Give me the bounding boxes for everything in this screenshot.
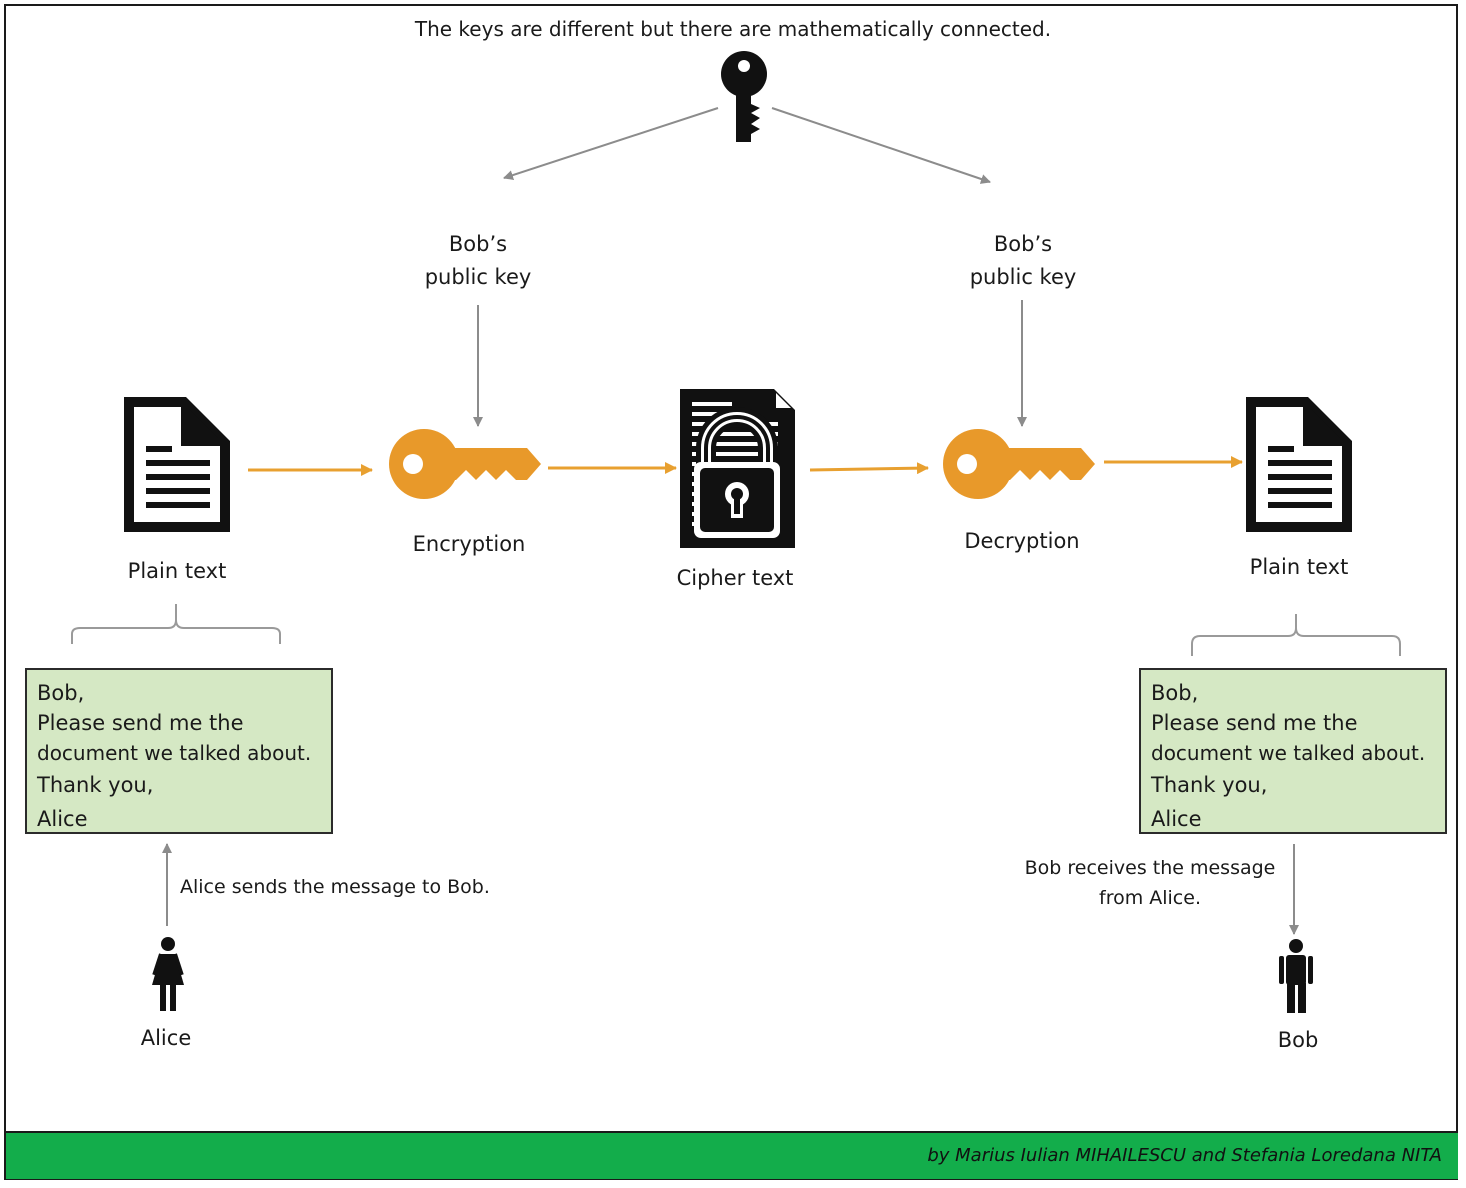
decryption-label: Decryption	[964, 529, 1080, 553]
keys-caption: The keys are different but there are mat…	[414, 17, 1052, 41]
cipher-text-lock-doc-icon	[680, 389, 795, 548]
message-right-line5: Alice	[1151, 807, 1202, 831]
master-key-hole	[738, 60, 750, 72]
diagram-frame	[4, 4, 1458, 1180]
master-key-icon	[721, 51, 767, 142]
plain-text-right-doc-icon	[1246, 397, 1352, 532]
message-right-line1: Bob,	[1151, 681, 1199, 705]
message-box-right: Bob, Please send me the document we talk…	[1139, 668, 1447, 834]
message-left-line3: document we talked about.	[37, 741, 312, 765]
message-right-line3: document we talked about.	[1151, 741, 1426, 765]
plain-text-left-doc-icon	[124, 397, 230, 532]
message-left-line2: Please send me the	[37, 711, 244, 735]
alice-person-icon	[152, 937, 184, 1011]
message-right-line2: Please send me the	[1151, 711, 1358, 735]
right-key-label-line2: public key	[969, 265, 1077, 289]
flow-arrow-cipher-to-decrypt	[809, 462, 929, 475]
right-key-label-line1: Bob’s	[993, 232, 1053, 256]
message-right-line4: Thank you,	[1151, 773, 1268, 797]
right-curly-brace	[1191, 614, 1401, 656]
bob-receive-note-line2: from Alice.	[1099, 887, 1201, 909]
plain-text-left-label: Plain text	[127, 559, 227, 583]
plain-text-right-label: Plain text	[1249, 555, 1349, 579]
message-box-left: Bob, Please send me the document we talk…	[25, 668, 333, 834]
alice-name-label: Alice	[140, 1026, 192, 1050]
bob-name-label: Bob	[1277, 1028, 1319, 1052]
encryption-label: Encryption	[412, 532, 526, 556]
message-left-line1: Bob,	[37, 681, 85, 705]
message-left-line4: Thank you,	[37, 773, 154, 797]
left-curly-brace	[71, 604, 281, 644]
left-key-label-line1: Bob’s	[448, 232, 508, 256]
bob-person-icon	[1279, 939, 1313, 1013]
left-key-label-line2: public key	[424, 265, 532, 289]
master-key-left-arrow	[503, 107, 719, 180]
bob-receive-note-line1: Bob receives the message	[1024, 857, 1276, 879]
encryption-key-icon	[389, 429, 541, 499]
alice-send-note: Alice sends the message to Bob.	[180, 876, 490, 898]
message-left-line5: Alice	[37, 807, 88, 831]
cipher-text-label: Cipher text	[676, 566, 794, 590]
decryption-key-icon	[943, 429, 1095, 499]
master-key-right-arrow	[771, 107, 991, 184]
author-credit: by Marius Iulian MIHAILESCU and Stefania…	[927, 1145, 1442, 1166]
credit-footer-bar: by Marius Iulian MIHAILESCU and Stefania…	[6, 1131, 1458, 1179]
